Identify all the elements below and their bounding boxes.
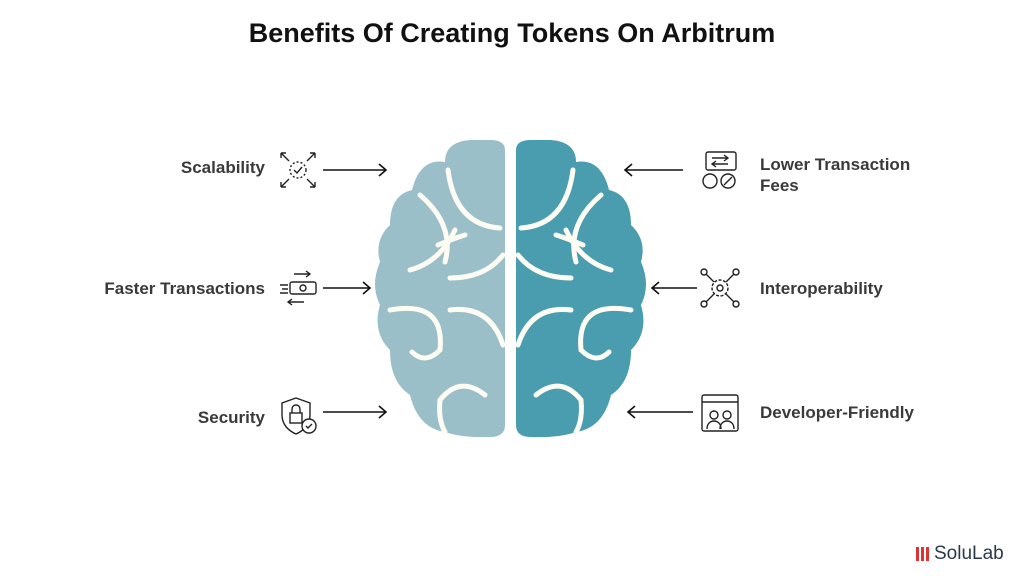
arrow-right-icon	[323, 405, 388, 419]
solulab-logo: SoluLab	[916, 543, 1004, 565]
transaction-fees-icon	[702, 151, 737, 189]
benefit-label: Faster Transactions	[104, 279, 265, 298]
label-line: Fees	[760, 176, 799, 195]
fast-payment-icon	[280, 270, 317, 306]
shield-lock-icon	[281, 397, 317, 435]
scalability-icon	[280, 152, 316, 188]
logo-text: SoluLab	[934, 543, 1004, 564]
benefit-label: Interoperability	[760, 279, 883, 298]
logo-mark-icon	[916, 547, 930, 561]
brain-left-hemisphere	[375, 140, 505, 438]
benefit-label: Scalability	[180, 158, 265, 177]
developer-icon	[701, 394, 739, 432]
brain-right-hemisphere	[516, 140, 646, 438]
network-gear-icon	[700, 268, 740, 308]
arrow-left-icon	[650, 281, 697, 295]
label-line: Lower Transaction	[760, 155, 911, 174]
arrow-right-icon	[323, 163, 388, 177]
arrow-left-icon	[623, 163, 683, 177]
benefit-label: Developer-Friendly	[760, 403, 914, 422]
benefit-label: Security	[197, 408, 265, 427]
page-title: Benefits Of Creating Tokens On Arbitrum	[248, 18, 776, 48]
arrow-right-icon	[323, 281, 372, 295]
arrow-left-icon	[626, 405, 693, 419]
